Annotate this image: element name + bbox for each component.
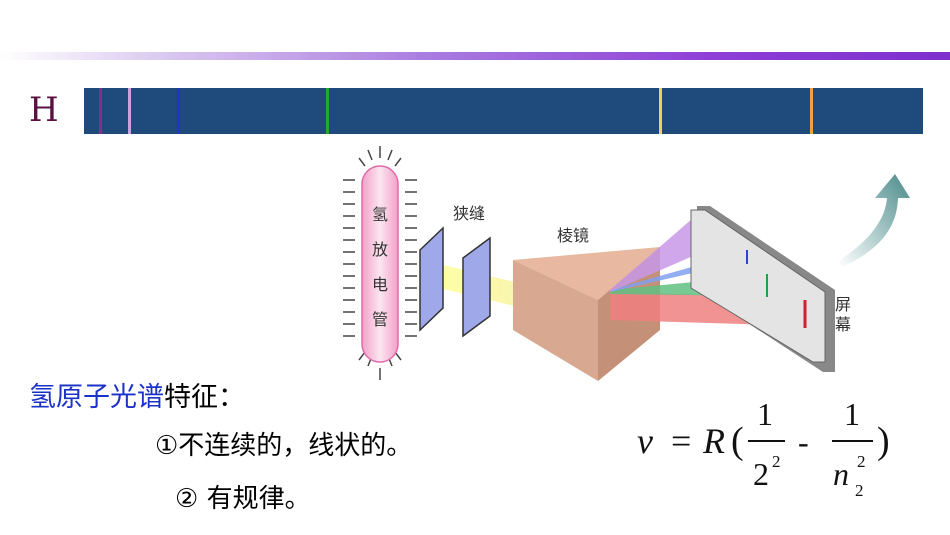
tube-char: 电 <box>372 275 388 294</box>
formula-num1: 1 <box>757 396 773 432</box>
slit-plate-1 <box>419 226 444 332</box>
formula-minus: - <box>798 424 809 460</box>
formula-nu: ν <box>637 421 653 461</box>
curved-arrow-icon <box>840 174 910 268</box>
screen-label: 幕 <box>835 315 851 334</box>
formula-n: n <box>833 456 849 492</box>
slit-label: 狭缝 <box>453 204 485 223</box>
spectral-line <box>810 88 813 134</box>
spectral-line <box>99 88 102 134</box>
discharge-tube <box>361 165 399 363</box>
formula-exp2: 2 <box>857 452 866 471</box>
feature-item: ② 有规律。 <box>175 484 311 514</box>
spectral-line <box>128 88 131 134</box>
screen-label: 屏 <box>835 295 851 314</box>
features-highlight: 氢原子光谱 <box>29 382 164 413</box>
spectral-line <box>177 88 180 134</box>
hydrogen-spectrum-bar <box>84 88 923 134</box>
slit-plate-2 <box>462 236 491 338</box>
formula-exp1: 2 <box>772 452 781 471</box>
spectral-line <box>326 88 329 134</box>
prism-label: 棱镜 <box>557 226 589 245</box>
formula-sub: 2 <box>855 481 864 500</box>
title-decoration-bar <box>0 52 950 60</box>
tube-char: 管 <box>372 310 388 329</box>
element-label: H <box>29 90 59 130</box>
features-title: 氢原子光谱特征： <box>29 375 245 414</box>
formula-close: ) <box>877 420 890 462</box>
feature-item: ①不连续的，线状的。 <box>155 431 413 461</box>
screen-face <box>690 209 826 363</box>
spectroscope-diagram: 氢 放 电 管 狭缝 棱镜 屏 幕 <box>343 146 910 381</box>
rydberg-formula: ν = R ( 1 2 2 - 1 n 2 2 ) <box>637 396 890 500</box>
features-rest: 特征： <box>164 382 245 413</box>
spectral-line <box>659 88 662 134</box>
prism-front <box>513 260 598 381</box>
formula-eq: = <box>671 421 691 461</box>
tube-char: 氢 <box>372 205 388 224</box>
formula-num2: 1 <box>844 396 860 432</box>
tube-char: 放 <box>372 240 388 259</box>
formula-den1: 2 <box>753 456 769 492</box>
formula-open: ( <box>731 420 744 462</box>
formula-R: R <box>702 421 725 461</box>
prism-top <box>513 247 660 300</box>
